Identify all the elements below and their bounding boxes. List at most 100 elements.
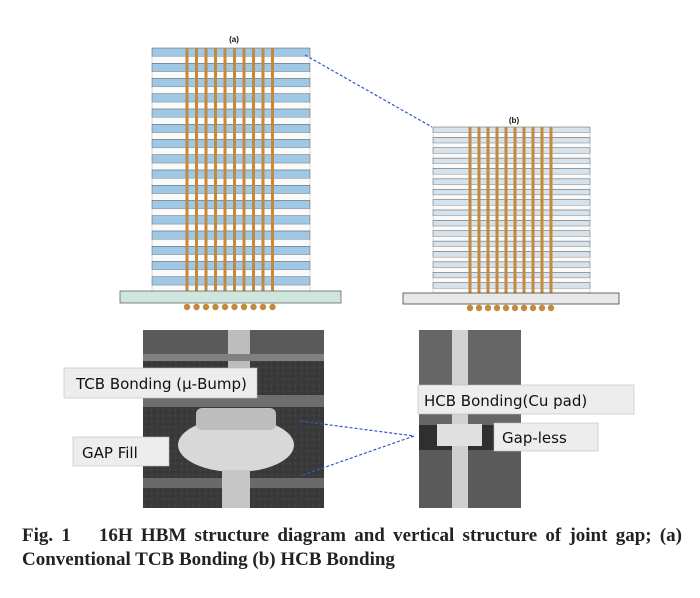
tsv-column <box>468 127 472 297</box>
solder-ball <box>212 303 219 311</box>
photo-tcb <box>143 330 324 508</box>
solder-ball <box>493 304 501 312</box>
bond-layer <box>432 153 591 159</box>
bond-layer <box>432 132 591 138</box>
die-layer <box>432 240 591 248</box>
solder-ball <box>511 304 519 312</box>
cu-pad <box>437 424 482 446</box>
panel-b-stack: (b) <box>402 116 620 312</box>
tsv-column <box>242 48 246 296</box>
tsv-column <box>223 48 227 296</box>
solder-ball <box>193 303 200 311</box>
tsv-column <box>495 127 499 297</box>
tsv-column <box>233 48 236 296</box>
die-layer <box>151 185 311 194</box>
tsv-column <box>549 127 553 297</box>
die-layer <box>432 209 591 216</box>
bond-layer <box>432 174 591 180</box>
die-layer <box>432 282 591 289</box>
gap-fill-region <box>178 418 294 472</box>
solder-ball <box>475 304 483 312</box>
solder-ball <box>240 303 248 311</box>
die-layer <box>432 157 591 165</box>
die-layer <box>432 230 591 237</box>
label-gap-less-box: Gap-less <box>493 422 599 452</box>
bond-layer <box>432 277 591 283</box>
solder-ball <box>202 303 210 311</box>
die-layer <box>432 251 591 258</box>
die-layer <box>151 108 311 118</box>
micro-bump <box>196 408 276 430</box>
bond-layer <box>151 71 311 79</box>
die-layer <box>151 276 311 286</box>
caption-text: 16H HBM structure diagram and vertical s… <box>22 525 682 570</box>
stack-leader-line <box>304 54 433 128</box>
bond-layer <box>151 208 311 216</box>
solder-ball <box>221 303 229 311</box>
die-layer <box>151 230 311 240</box>
die-layer <box>151 47 311 57</box>
solder-ball <box>520 304 528 312</box>
bond-layer <box>432 184 591 190</box>
solder-ball <box>484 304 492 312</box>
tcb-lower-tsv <box>222 470 250 508</box>
bond-layer <box>151 162 311 171</box>
solder-ball <box>466 304 474 312</box>
bond-layer <box>432 267 591 273</box>
die-layer <box>432 126 591 133</box>
tsv-column <box>513 127 517 297</box>
bond-layer <box>151 56 311 64</box>
tsv-column <box>486 127 490 297</box>
tsv-column <box>271 48 274 296</box>
bond-layer <box>151 193 311 201</box>
solder-ball <box>231 303 238 311</box>
die-layer <box>432 189 591 196</box>
bond-layer <box>432 246 591 252</box>
bond-layer <box>432 257 591 263</box>
solder-ball <box>259 303 267 311</box>
bond-layer <box>432 142 591 148</box>
substrate-b <box>402 292 620 305</box>
bond-layer <box>151 239 311 247</box>
die-layer <box>151 78 311 88</box>
bond-layer <box>151 178 311 186</box>
bond-layer <box>432 236 591 242</box>
label-hcb-box: HCB Bonding(Cu pad) <box>417 384 635 415</box>
solder-ball <box>529 304 537 312</box>
die-layer <box>432 147 591 154</box>
tsv-column <box>522 127 526 297</box>
label-gap-fill-box: GAP Fill <box>72 436 170 467</box>
hbm-stack-a <box>151 47 311 311</box>
tsv-column <box>540 127 544 297</box>
bond-layer <box>151 132 311 140</box>
panel-b-label: (b) <box>509 116 520 125</box>
solder-ball <box>250 303 257 311</box>
die-layer <box>432 168 591 175</box>
tsv-column <box>185 48 189 296</box>
hbm-stack-b <box>432 126 591 312</box>
die-layer <box>151 200 311 210</box>
bond-layer <box>151 101 311 110</box>
die-layer <box>151 139 311 149</box>
solder-ball <box>502 304 510 312</box>
bond-layer <box>432 215 591 221</box>
die-layer <box>432 199 591 206</box>
die-layer <box>432 137 591 144</box>
tsv-column <box>204 48 208 296</box>
die-layer <box>151 124 311 133</box>
solder-ball <box>547 304 555 312</box>
solder-ball <box>269 303 276 311</box>
bond-layer <box>432 288 591 294</box>
die-layer <box>151 215 311 225</box>
die-layer <box>432 220 591 227</box>
bond-layer <box>151 147 311 155</box>
die-layer <box>151 261 311 271</box>
tsv-column <box>252 48 255 296</box>
bond-layer <box>432 163 591 169</box>
label-gap-fill: GAP Fill <box>82 444 138 462</box>
panel-a-label: (a) <box>229 35 239 44</box>
solder-ball <box>183 303 191 311</box>
die-layer <box>432 261 591 268</box>
